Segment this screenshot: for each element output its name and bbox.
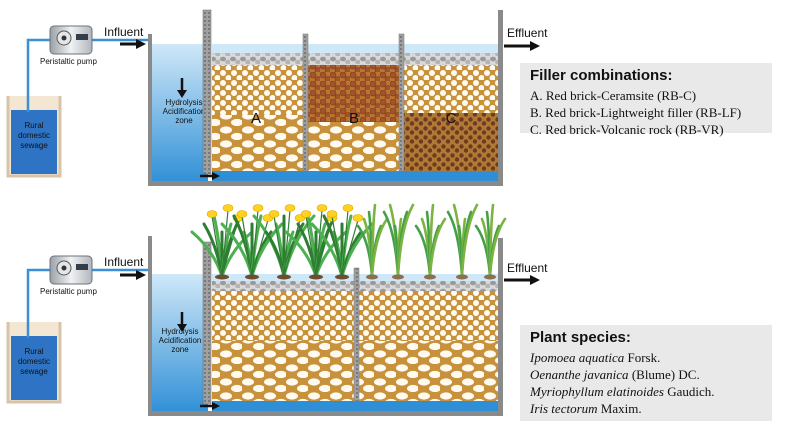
top-tank-label-1: Rural — [24, 121, 43, 130]
bottom-channel-arrow-head — [212, 402, 220, 410]
bottom-zone-label-3: zone — [171, 345, 189, 354]
bottom-left-wall — [148, 236, 152, 416]
iris-plants — [190, 204, 374, 280]
bottom-influent-arrow-head — [136, 270, 146, 280]
grass-plant — [474, 203, 507, 280]
top-tank-water — [11, 110, 57, 174]
top-cell-b-red-brick — [308, 122, 400, 171]
filler-legend: Filler combinations: A. Red brick-Cerams… — [520, 63, 772, 137]
top-water-surface — [212, 44, 498, 53]
bottom-pump-label: Peristaltic pump — [40, 287, 97, 296]
top-cell-c-red-brick — [404, 65, 498, 113]
grass-plant — [446, 203, 479, 280]
bottom-tank-label-3: sewage — [20, 367, 48, 376]
bottom-tank-label-2: domestic — [18, 357, 50, 366]
bottom-divider — [353, 267, 360, 402]
top-cell-c-volcanic — [404, 113, 498, 171]
top-bottom-channel — [212, 171, 498, 181]
bottom-system: Rural domestic sewage Peristaltic pump I… — [6, 203, 548, 416]
top-effluent-arrow-head — [530, 41, 540, 51]
plant-authority-2: (Blume) DC. — [628, 367, 700, 382]
top-influent-arrow-head — [136, 39, 146, 49]
plant-authority-4: Maxim. — [597, 401, 642, 416]
top-cell-b-label: B — [349, 110, 359, 127]
grass-plant — [356, 203, 389, 280]
bottom-channel — [212, 401, 498, 411]
top-floor — [148, 181, 503, 186]
top-cell-b-lightweight — [308, 65, 400, 122]
top-cell-a-ceramsite — [212, 65, 304, 115]
top-divider-ab — [302, 33, 309, 172]
top-cell-a-red-brick — [212, 115, 304, 171]
top-intake-pipe — [26, 38, 52, 112]
bottom-zone-label-2: Acidification — [159, 336, 202, 345]
top-peristaltic-pump — [49, 25, 93, 55]
plant-legend-title: Plant species: — [530, 329, 631, 346]
plant-species-2: Oenanthe javanica — [530, 367, 629, 382]
grass-plant — [382, 203, 415, 280]
iris-plant — [310, 204, 374, 280]
top-cell-c-label: C — [446, 110, 457, 127]
bottom-zone-down-arrow-head — [177, 324, 187, 332]
bottom-hydrolysis-zone — [152, 274, 208, 414]
filler-item-a: A. Red brick-Ceramsite (RB-C) — [530, 88, 697, 103]
plant-legend: Plant species: Ipomoea aquatica Forsk. O… — [520, 325, 772, 421]
plant-item-2: Oenanthe javanica (Blume) DC. — [530, 366, 764, 383]
top-right-wall — [498, 10, 503, 186]
bottom-baffle — [202, 241, 212, 405]
bottom-effluent-label: Effluent — [507, 261, 548, 275]
top-zone-label-1: Hydrolysis — [166, 98, 203, 107]
plant-species-1: Ipomoea aquatica — [530, 350, 625, 365]
bottom-floor — [148, 411, 503, 416]
top-divider-bc — [398, 33, 405, 172]
top-sewage-tank: Rural domestic sewage — [6, 96, 62, 178]
plant-species-3: Myriophyllum elatinoides — [530, 384, 664, 399]
bottom-tank-water — [11, 336, 57, 400]
top-zone-down-arrow-head — [177, 90, 187, 98]
plant-item-1: Ipomoea aquatica Forsk. — [530, 349, 764, 366]
top-zone-label-2: Acidification — [163, 107, 206, 116]
bottom-effluent-arrow-head — [530, 275, 540, 285]
filler-item-c: C. Red brick-Volcanic rock (RB-VR) — [530, 122, 724, 137]
plant-species-4: Iris tectorum — [530, 401, 598, 416]
grass-plants — [356, 203, 507, 280]
top-baffle — [202, 9, 212, 175]
bottom-tank-label-1: Rural — [24, 347, 43, 356]
top-hydrolysis-zone — [152, 44, 208, 184]
top-effluent-label: Effluent — [507, 26, 548, 40]
bottom-influent-label: Influent — [104, 255, 144, 269]
filler-item-b: B. Red brick-Lightweight filler (RB-LF) — [530, 105, 742, 120]
top-tank-label-2: domestic — [18, 131, 50, 140]
top-cell-a-label: A — [251, 110, 261, 127]
top-zone-label-3: zone — [175, 116, 193, 125]
top-channel-arrow-head — [212, 172, 220, 180]
top-left-wall — [148, 34, 152, 186]
grass-plant — [414, 203, 447, 280]
top-system: Rural domestic sewage Peristaltic pump I… — [6, 9, 548, 186]
bottom-peristaltic-pump — [49, 255, 93, 285]
plant-authority-1: Forsk. — [624, 350, 661, 365]
filler-legend-title: Filler combinations: — [530, 67, 673, 84]
bottom-intake-pipe — [26, 268, 52, 338]
bottom-zone-label-1: Hydrolysis — [162, 327, 199, 336]
top-pump-label: Peristaltic pump — [40, 57, 97, 66]
plant-authority-3: Gaudich. — [663, 384, 715, 399]
plant-item-3: Myriophyllum elatinoides Gaudich. — [530, 383, 764, 400]
bottom-right-wall — [498, 238, 503, 416]
plant-item-4: Iris tectorum Maxim. — [530, 400, 764, 417]
top-influent-label: Influent — [104, 25, 144, 39]
top-tank-label-3: sewage — [20, 141, 48, 150]
bottom-sewage-tank: Rural domestic sewage — [6, 322, 62, 404]
top-gravel-layer — [212, 53, 498, 65]
